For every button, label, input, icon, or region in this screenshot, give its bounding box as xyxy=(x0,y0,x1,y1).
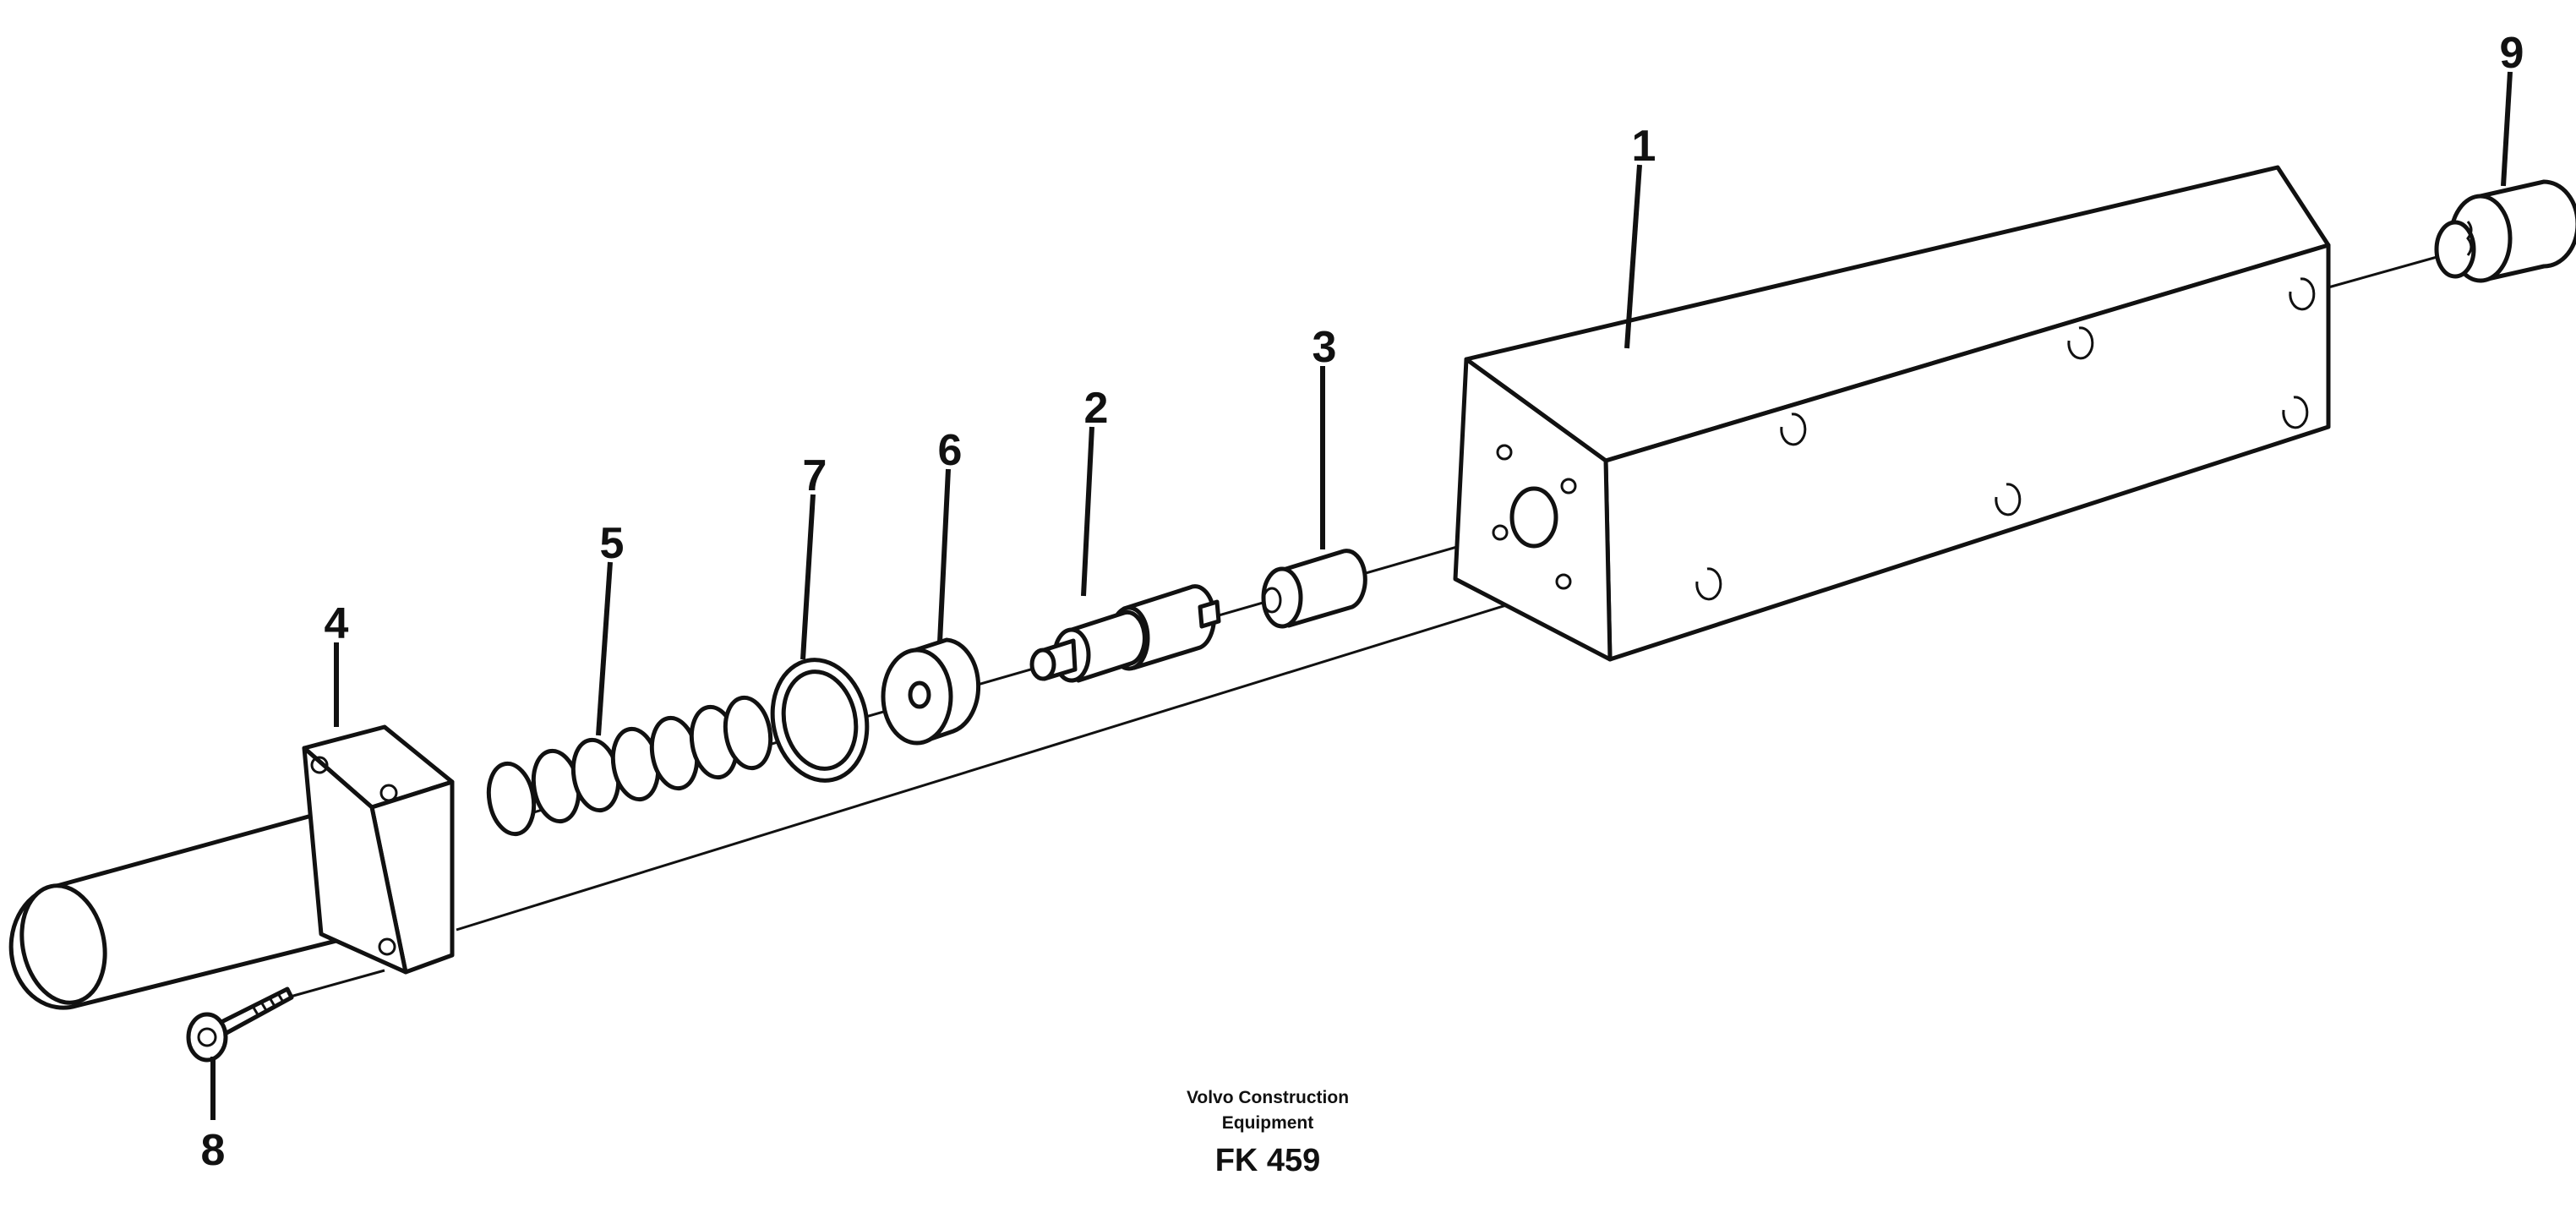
cover-with-flange xyxy=(8,724,455,1010)
screw xyxy=(186,986,294,1063)
o-ring xyxy=(770,658,870,783)
callout-1: 1 xyxy=(1632,122,1656,171)
callout-9: 9 xyxy=(2500,29,2524,78)
callout-3: 3 xyxy=(1313,323,1337,372)
callout-8: 8 xyxy=(201,1126,226,1175)
callout-leaders xyxy=(210,71,2513,1120)
callout-6: 6 xyxy=(938,426,963,475)
spring xyxy=(486,695,773,837)
callout-5: 5 xyxy=(600,519,625,568)
valve-spool xyxy=(1029,584,1221,683)
callout-7: 7 xyxy=(803,451,827,500)
figure-code: FK 459 xyxy=(1215,1143,1321,1178)
valve-housing-block xyxy=(1453,165,2331,662)
plug xyxy=(2434,179,2576,283)
washer xyxy=(881,637,981,746)
callout-labels: 1 2 3 4 5 6 7 8 9 xyxy=(201,29,2524,1175)
caption-line-2: Equipment xyxy=(1222,1113,1314,1133)
callout-4: 4 xyxy=(325,599,349,648)
figure-caption: Volvo Construction Equipment FK 459 xyxy=(1187,1088,1349,1178)
valve-insert xyxy=(1261,549,1367,629)
caption-line-1: Volvo Construction xyxy=(1187,1088,1349,1107)
callout-2: 2 xyxy=(1084,384,1109,433)
